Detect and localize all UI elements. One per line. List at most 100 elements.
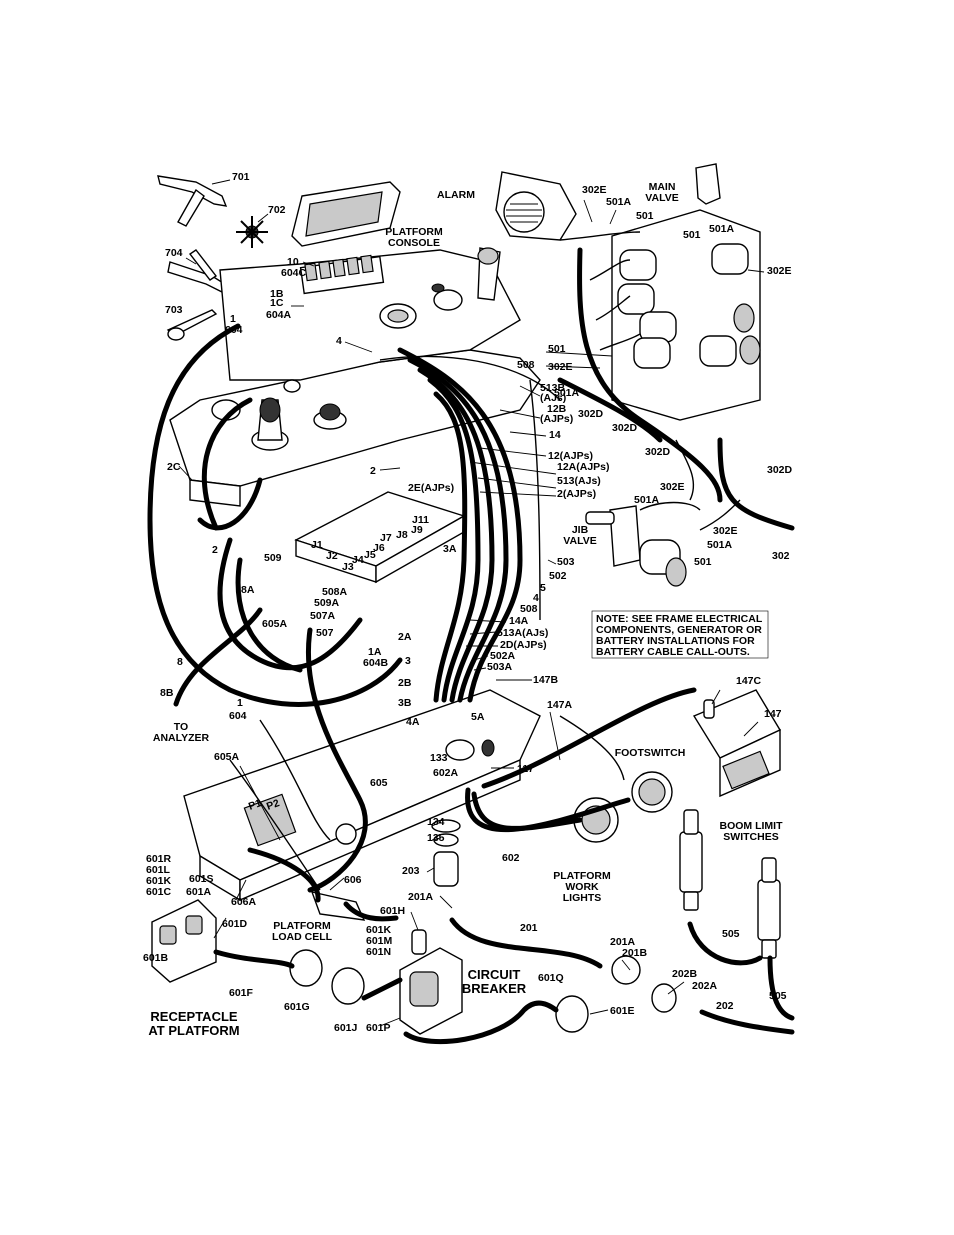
callout-501c: 501 [548,343,566,355]
callout-1top: 1 [230,313,236,325]
callout-302E3: 302E [548,361,573,373]
callout-604top: 604 [225,324,243,336]
pin-p2: P2 [265,797,281,813]
callout-5A: 5A [471,711,485,723]
callout-J7: J7 [380,532,392,544]
callout-302D2: 302D [612,422,638,434]
work-lights [573,771,673,843]
callout-302D1: 302D [578,408,604,420]
callout-601Q: 601Q [538,972,564,984]
callout-AJPs1: (AJPs) [540,413,573,425]
receptacle-box [151,899,217,983]
callout-1bot: 1 [237,697,243,709]
callout-147: 147 [764,708,782,720]
callout-602: 602 [502,852,520,864]
callout-201A1: 201A [408,891,434,903]
leader-lines [178,199,765,1027]
note-text: NOTE: SEE FRAME ELECTRICAL COMPONENTS, G… [596,613,765,658]
callout-J2: J2 [326,550,338,562]
callout-508b: 508 [520,603,538,615]
callout-5: 5 [540,582,546,594]
callout-14: 14 [549,429,561,441]
callout-601B: 601B [143,952,169,964]
callout-2C: 2C [167,461,181,473]
callout-202A: 202A [692,980,718,992]
callout-8B: 8B [160,687,174,699]
callout-508top: 508 [517,359,535,371]
callout-2DAJPs: 2D(AJPs) [500,639,547,651]
callout-J9: J9 [411,524,423,536]
callout-503: 503 [557,556,575,568]
callout-601C: 601C [146,886,172,898]
callout-12B: 12B [547,403,567,415]
callout-605A2: 605A [214,751,240,763]
callout-509: 509 [264,552,282,564]
callout-601L: 601L [146,864,171,876]
boom-limit-switches [679,809,781,959]
callout-601A: 601A [186,886,212,898]
callout-501A3: 501A [554,387,580,399]
platform-tray [183,689,541,902]
callout-302E4: 302E [660,481,685,493]
alarm [495,171,577,241]
main-valve [611,163,761,421]
callout-J6: J6 [373,542,385,554]
callout-502A: 502A [490,650,516,662]
callout-12AAJPs: 12A(AJPs) [557,461,610,473]
callout-302D3: 302D [645,446,671,458]
callout-2A: 2A [398,631,412,643]
callout-J11: J11 [412,514,429,526]
callout-3: 3 [405,655,411,667]
callout-2b: 2 [212,544,218,556]
callout-601R: 601R [146,853,172,865]
callout-302E1: 302E [582,184,607,196]
callout-10: 10 [287,256,299,268]
callout-J1: J1 [311,539,323,551]
callout-605: 605 [370,777,388,789]
callout-2B: 2B [398,677,412,689]
harness-lines [229,231,741,891]
callout-601M: 601M [366,935,393,947]
callout-202: 202 [716,1000,734,1012]
callout-4b: 4 [533,592,539,604]
callout-147A: 147A [547,699,573,711]
callout-701: 701 [232,171,250,183]
callout-601J: 601J [334,1022,358,1034]
callout-509A: 509A [314,597,340,609]
callout-8: 8 [177,656,183,668]
callout-201B: 201B [622,947,648,959]
pin-p1: P1 [247,797,263,813]
callout-505b: 505 [769,990,787,1002]
callout-302D4: 302D [767,464,793,476]
callout-2a: 2 [370,465,376,477]
callout-147B: 147B [533,674,559,686]
callout-604bot: 604 [229,710,247,722]
callout-601D: 601D [222,918,248,930]
load-cell [310,891,366,921]
callout-203: 203 [402,865,420,877]
callout-201A2: 201A [610,936,636,948]
circuit-breaker [399,929,463,1035]
callout-601K1: 601K [146,875,172,887]
callout-4A: 4A [406,716,420,728]
callout-2AJPs: 2(AJPs) [557,488,596,500]
cables [147,247,795,1045]
callout-507A: 507A [310,610,336,622]
connector-board [294,491,466,584]
callout-501A5: 501A [707,539,733,551]
callout-501d: 501 [694,556,712,568]
callout-134: 134 [427,816,445,828]
callout-302E2: 302E [767,265,792,277]
callout-501b: 501 [683,229,701,241]
callout-J4: J4 [352,554,364,566]
callout-601P: 601P [366,1022,391,1034]
callout-133: 133 [430,752,448,764]
callout-601N: 601N [366,946,391,958]
callout-508A: 508A [322,586,348,598]
